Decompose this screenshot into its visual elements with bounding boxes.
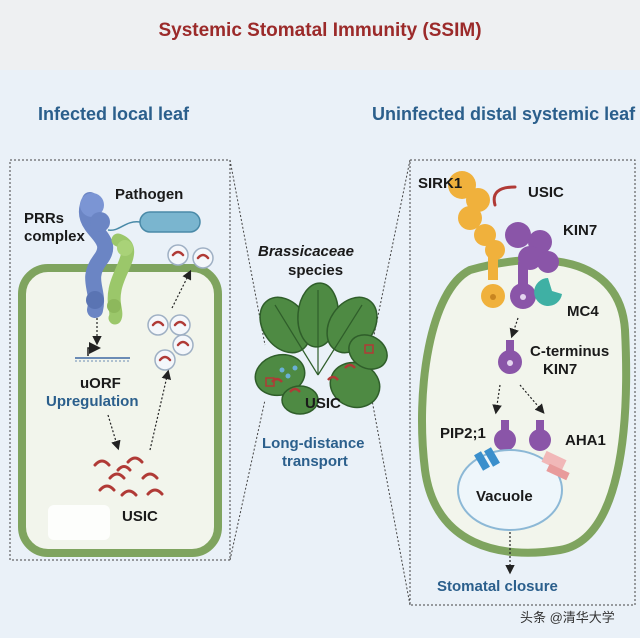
kin7-label: KIN7 [563,222,598,239]
usic-local-label: USIC [122,508,158,525]
usic-bubbles [147,244,214,371]
mc4-label: MC4 [567,303,599,320]
pip21-label: PIP2;1 [440,425,486,442]
plant-veins [274,290,363,376]
stomatal-closure-label: Stomatal closure [437,578,558,595]
pathogen-graphic [107,211,201,233]
species-label-genus: Brassicaceae [258,243,354,260]
uorf-label: uORF [80,375,121,392]
right-zoom-frame [409,159,636,606]
vacuole-label: Vacuole [476,488,533,505]
sirk1-label: SIRK1 [418,175,463,192]
pathogen-label: Pathogen [115,186,184,203]
right-panel-heading: Uninfected distal systemic leaf [372,104,636,124]
kin7-receptor [505,222,559,309]
cterm-kin7-near-aha [529,420,551,451]
brassicaceae-plant [254,282,388,415]
usic-center-label: USIC [305,395,341,412]
prrs-complex-label: complex [24,228,85,245]
cterm-label: C-terminus [530,343,610,360]
aha1-pump [541,450,570,481]
upregulation-label: Upregulation [46,393,139,410]
header-band [0,0,640,70]
usic-bubble-peptides [151,250,210,362]
usic-distal-label: USIC [528,184,564,201]
left-zoom-frame [9,159,231,561]
cterm-kin7-near-pip [494,420,516,451]
watermark: 头条 @清华大学 [520,610,615,625]
right-flow-arrows [492,317,545,575]
plant-usic-markers [271,363,356,393]
cterm-kin7-label: KIN7 [543,361,578,378]
transport-label-2: transport [282,453,348,470]
transport-label-1: Long-distance [262,435,365,452]
nucleus-blank [48,505,110,540]
sirk1-receptor [448,171,505,308]
usic-peptides-cell [93,456,164,497]
mc4-protease [534,278,562,306]
plant-blue-dots [279,365,298,379]
aha1-label: AHA1 [565,432,606,449]
usic-bound-peptide [492,185,517,207]
prrs-complex-graphic [79,192,135,325]
left-panel-heading: Infected local leaf [38,104,190,124]
pip21-channel [474,447,500,471]
uorf-gene [75,342,130,362]
left-flow-arrows [92,269,192,451]
prrs-label: PRRs [24,210,65,227]
diagram-title: Systemic Stomatal Immunity (SSIM) [158,20,482,41]
species-label: species [288,262,344,279]
